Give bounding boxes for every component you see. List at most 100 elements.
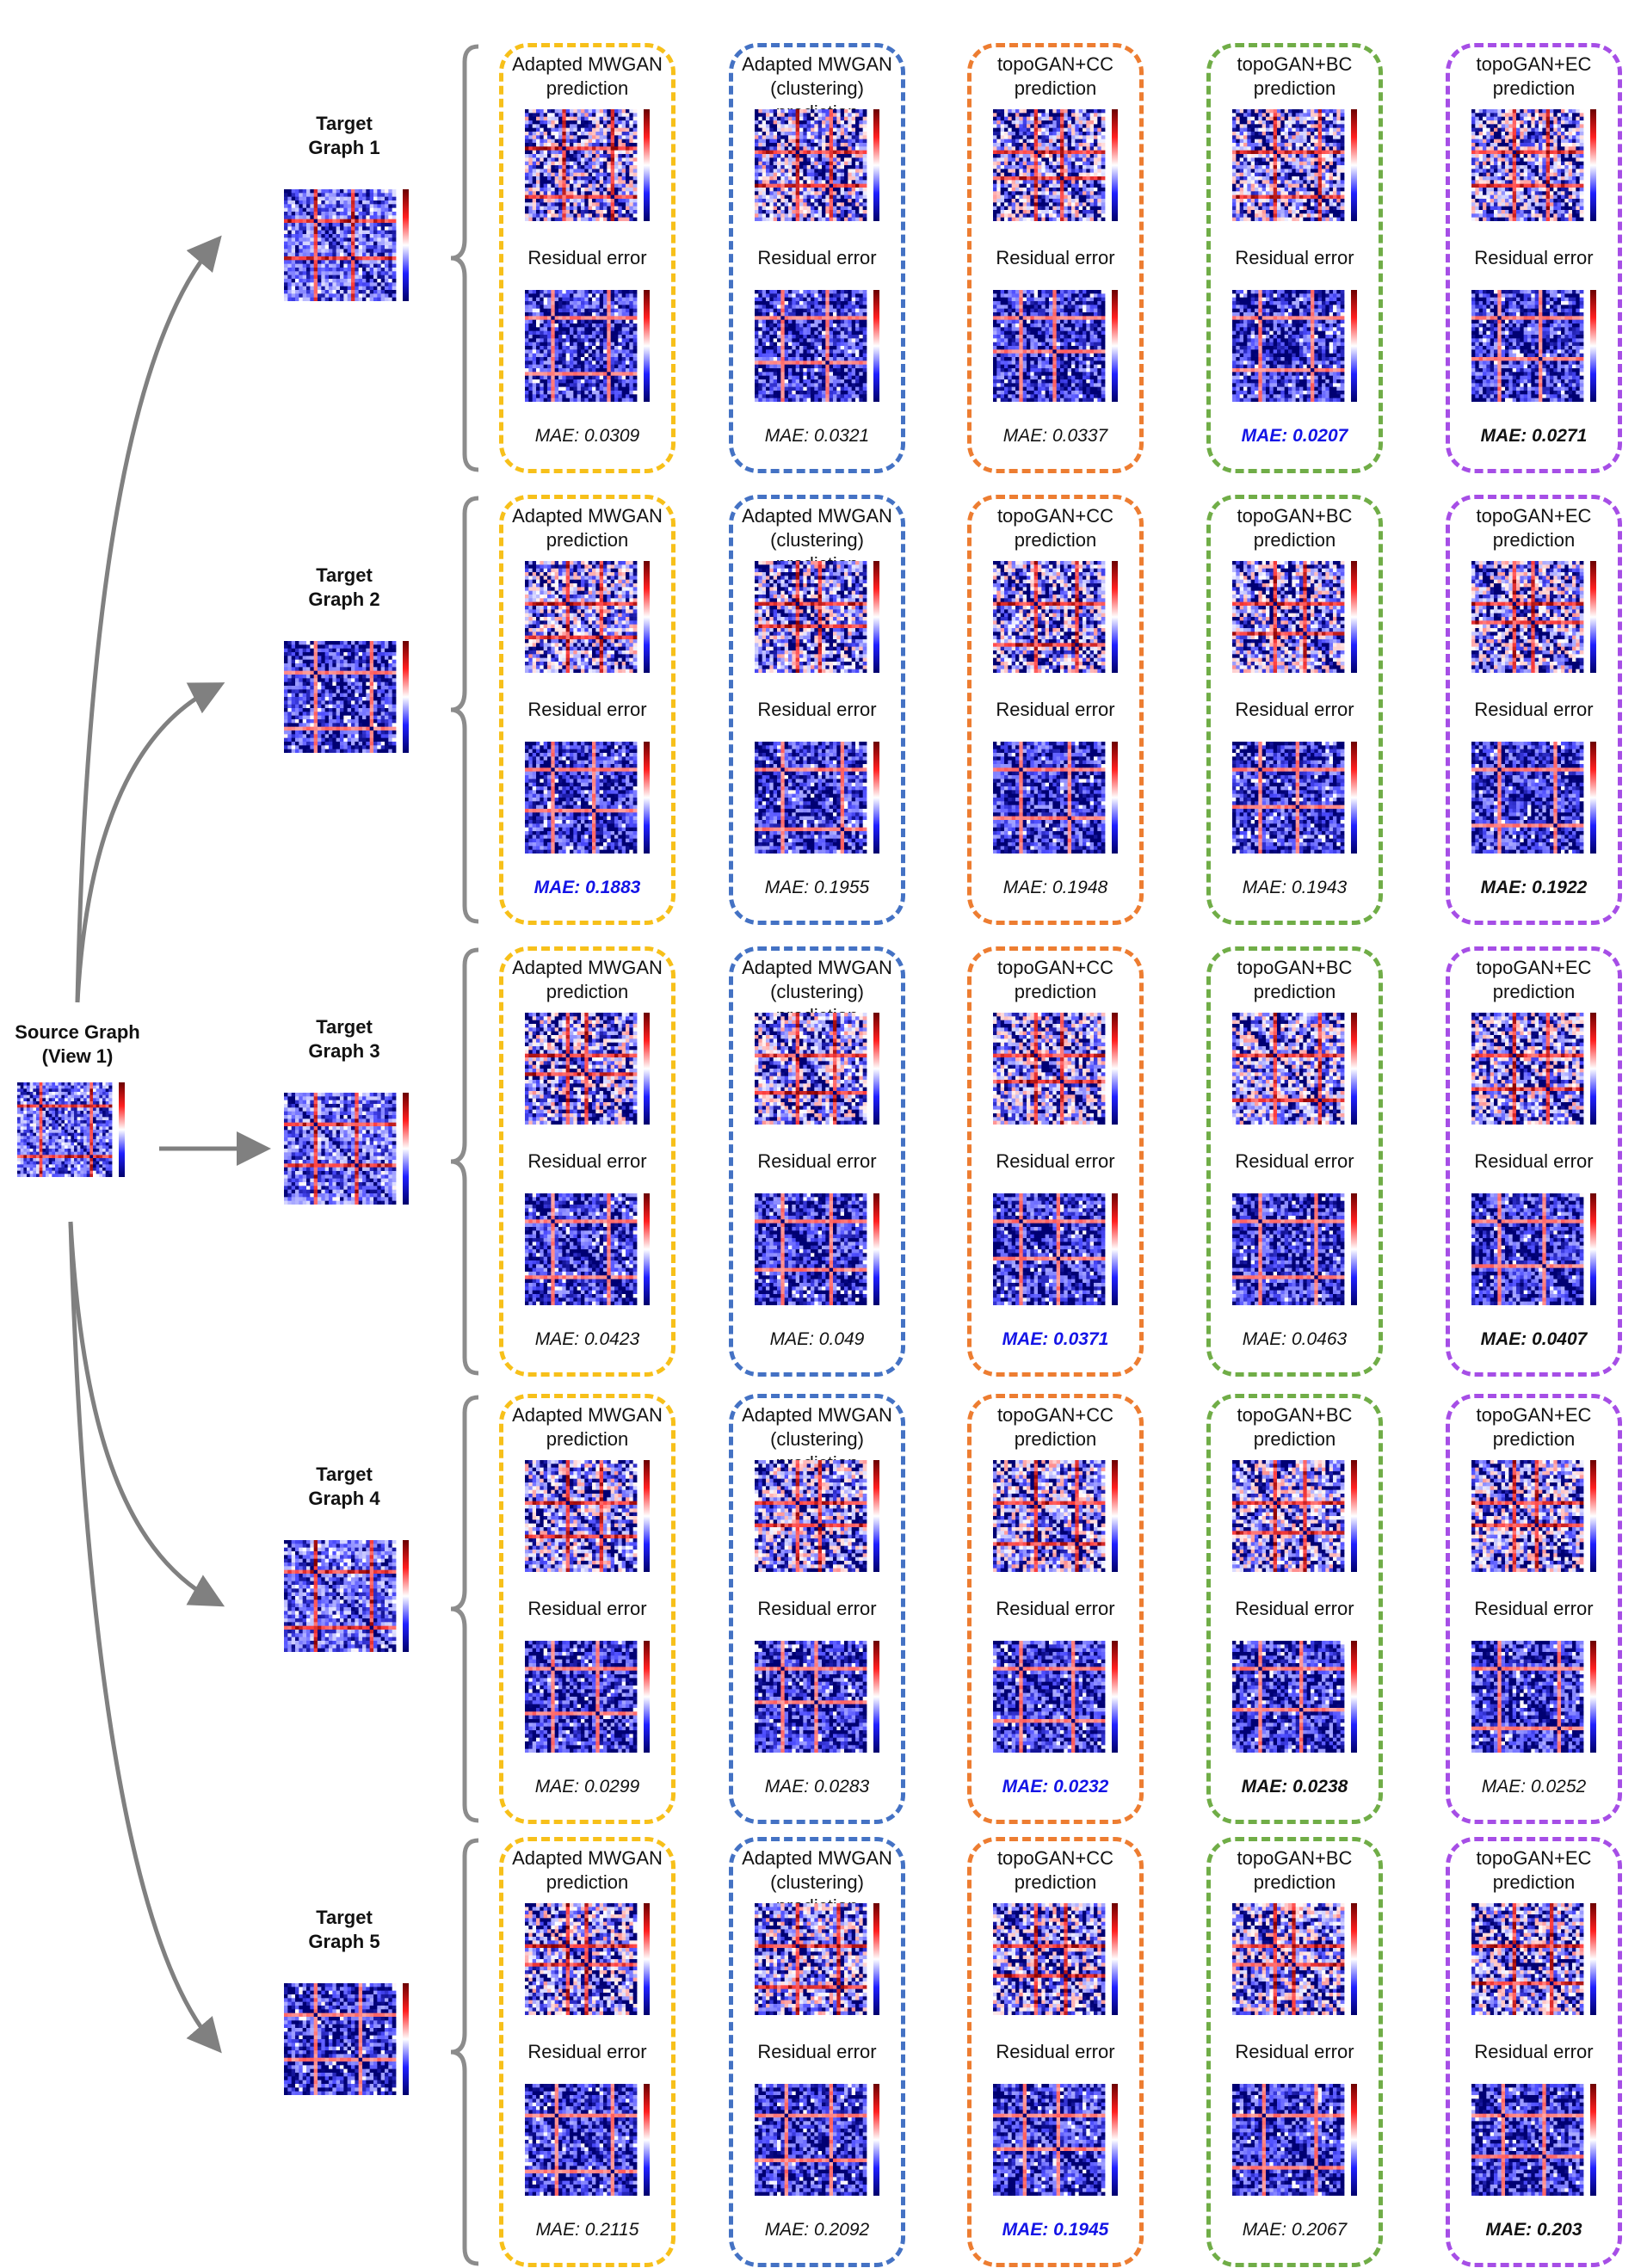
colorbar xyxy=(644,742,650,854)
colorbar xyxy=(1590,290,1596,402)
mae-value: MAE: 0.2115 xyxy=(503,2220,671,2240)
residual-error-label: Residual error xyxy=(1450,2041,1618,2063)
colorbar xyxy=(644,1903,650,2015)
residual-matrix xyxy=(1232,290,1370,402)
panel-title-line2: prediction xyxy=(503,528,671,552)
target-label-line2: Graph 1 xyxy=(267,136,422,160)
colorbar xyxy=(873,1641,879,1753)
colorbar xyxy=(644,1460,650,1572)
prediction-matrix xyxy=(525,561,663,673)
prediction-heatmap xyxy=(993,1013,1118,1125)
target-label-line2: Graph 2 xyxy=(267,588,422,612)
colorbar xyxy=(1351,1641,1357,1753)
target-graph-matrix xyxy=(284,641,422,753)
colorbar xyxy=(1351,2084,1357,2196)
target-matrix-heatmap xyxy=(284,189,409,301)
residual-matrix xyxy=(993,1641,1131,1753)
panel-title-line2: prediction xyxy=(503,1427,671,1451)
prediction-heatmap xyxy=(1471,561,1596,673)
colorbar xyxy=(403,1983,409,2095)
panel-title-line1: Adapted MWGAN xyxy=(503,1403,671,1427)
residual-heatmap xyxy=(1471,290,1596,402)
panel-title-line2: prediction xyxy=(1450,1427,1618,1451)
target-matrix-heatmap xyxy=(284,641,409,753)
prediction-matrix xyxy=(1471,561,1609,673)
residual-heatmap xyxy=(525,2084,650,2196)
prediction-heatmap xyxy=(1471,1903,1596,2015)
prediction-heatmap xyxy=(993,1903,1118,2015)
residual-heatmap xyxy=(755,2084,879,2196)
residual-error-label: Residual error xyxy=(733,699,901,721)
prediction-matrix xyxy=(1232,109,1370,221)
colorbar xyxy=(1351,1460,1357,1572)
residual-heatmap xyxy=(1232,1641,1357,1753)
prediction-heatmap xyxy=(755,109,879,221)
colorbar xyxy=(644,561,650,673)
prediction-heatmap xyxy=(1471,1013,1596,1125)
colorbar xyxy=(1590,561,1596,673)
prediction-heatmap xyxy=(1471,109,1596,221)
colorbar xyxy=(1112,2084,1118,2196)
mae-value: MAE: 0.203 xyxy=(1450,2220,1618,2240)
residual-error-label: Residual error xyxy=(1211,247,1379,269)
panel-title-line2: prediction xyxy=(503,980,671,1004)
colorbar xyxy=(1590,1013,1596,1125)
prediction-heatmap xyxy=(1232,1460,1357,1572)
residual-heatmap xyxy=(993,290,1118,402)
residual-error-label: Residual error xyxy=(972,1150,1139,1173)
panel-mwganc: Adapted MWGAN(clustering) prediction Res… xyxy=(729,1394,905,1824)
panel-title-line2: prediction xyxy=(503,1870,671,1895)
residual-error-label: Residual error xyxy=(972,699,1139,721)
colorbar xyxy=(1112,109,1118,221)
residual-heatmap xyxy=(1232,290,1357,402)
row-brace xyxy=(450,1395,479,1823)
colorbar xyxy=(644,109,650,221)
residual-heatmap xyxy=(525,290,650,402)
source-graph-matrix xyxy=(17,1082,138,1177)
residual-matrix xyxy=(1471,290,1609,402)
mae-value: MAE: 0.1922 xyxy=(1450,878,1618,898)
residual-heatmap xyxy=(525,1641,650,1753)
target-matrix-heatmap xyxy=(284,1983,409,2095)
target-graph-matrix xyxy=(284,1540,422,1652)
panel-title-line1: topoGAN+CC xyxy=(972,1403,1139,1427)
colorbar xyxy=(644,1641,650,1753)
panel-title-line2: prediction xyxy=(1450,77,1618,101)
residual-heatmap xyxy=(993,1641,1118,1753)
residual-matrix xyxy=(525,1641,663,1753)
residual-error-label: Residual error xyxy=(1450,1598,1618,1620)
prediction-matrix xyxy=(755,1903,892,2015)
mae-value: MAE: 0.0232 xyxy=(972,1777,1139,1797)
arrow-to-target-5 xyxy=(68,1221,222,2054)
panel-title-line2: prediction xyxy=(503,77,671,101)
colorbar xyxy=(1112,1641,1118,1753)
residual-matrix xyxy=(525,2084,663,2196)
prediction-heatmap xyxy=(525,1460,650,1572)
panel-title-line2: prediction xyxy=(972,980,1139,1004)
panel-title-line1: topoGAN+CC xyxy=(972,1846,1139,1870)
panel-title-line2: prediction xyxy=(1450,528,1618,552)
residual-error-label: Residual error xyxy=(1450,1150,1618,1173)
prediction-matrix xyxy=(993,1903,1131,2015)
target-label-line1: Target xyxy=(267,1906,422,1930)
colorbar xyxy=(1590,1460,1596,1572)
mae-value: MAE: 0.2067 xyxy=(1211,2220,1379,2240)
row-brace xyxy=(450,44,479,472)
panel-title-line1: topoGAN+BC xyxy=(1211,956,1379,980)
prediction-matrix xyxy=(1471,1013,1609,1125)
colorbar xyxy=(873,1193,879,1305)
mae-value: MAE: 0.1948 xyxy=(972,878,1139,898)
